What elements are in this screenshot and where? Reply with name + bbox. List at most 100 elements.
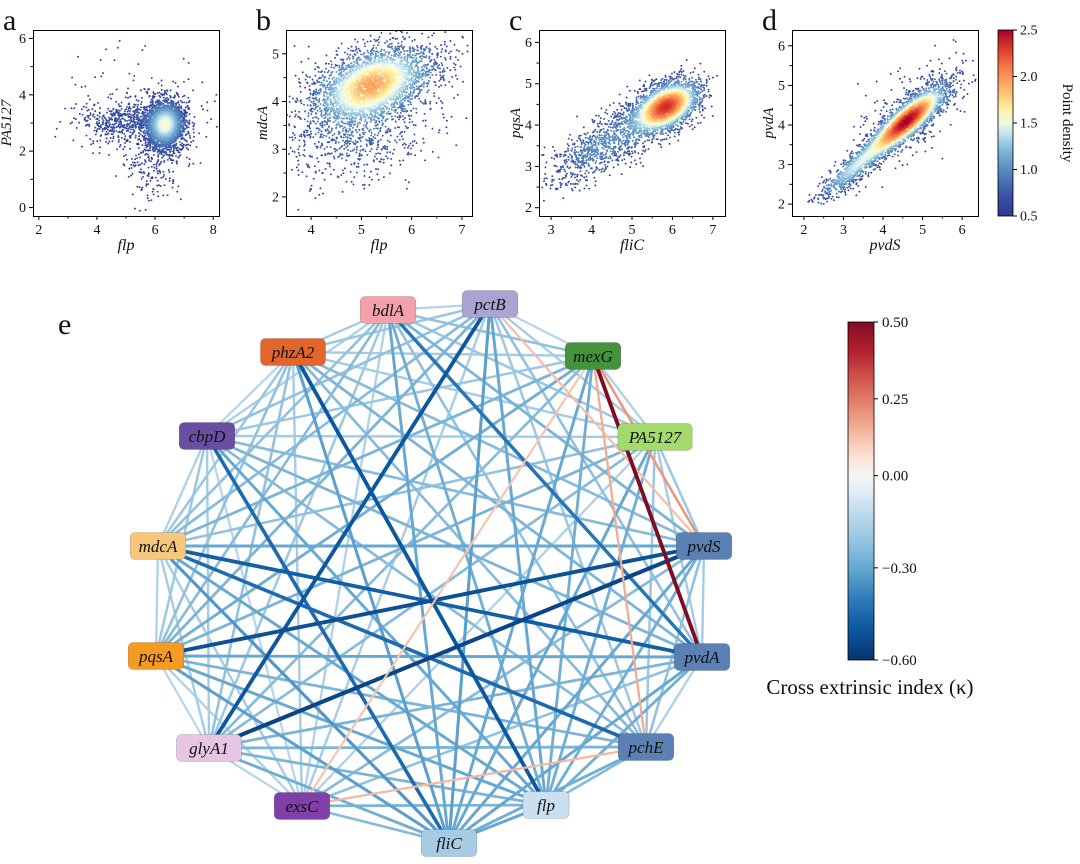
y-tick-label: 4 bbox=[272, 95, 279, 110]
network-edge bbox=[653, 435, 706, 548]
x-tick-label: 4 bbox=[93, 223, 100, 238]
network-edge bbox=[386, 308, 595, 358]
network-edge bbox=[300, 308, 390, 808]
network-edge bbox=[205, 434, 548, 807]
node-box bbox=[675, 532, 733, 560]
network-edge bbox=[156, 544, 451, 845]
x-tick-label: 2 bbox=[35, 223, 42, 238]
network-node-bdlA: bdlA bbox=[359, 296, 417, 324]
node-box bbox=[673, 643, 731, 671]
network-node-pvdA: pvdA bbox=[673, 643, 731, 671]
node-box bbox=[273, 792, 331, 820]
network-node-fliC: fliC bbox=[420, 829, 478, 857]
network-edge bbox=[300, 435, 657, 808]
network-edge bbox=[156, 354, 595, 548]
network-edge bbox=[207, 302, 492, 750]
density-cbar-tick-label: 2.5 bbox=[1020, 24, 1038, 39]
kappa-colorbar-label: Cross extrinsic index (κ) bbox=[766, 675, 973, 699]
network-edge bbox=[207, 435, 657, 750]
network-edge bbox=[291, 350, 706, 548]
y-tick-label: 5 bbox=[525, 77, 532, 92]
network-edge bbox=[154, 654, 211, 750]
panel-letter-d: d bbox=[762, 4, 777, 37]
y-tick-label: 6 bbox=[19, 32, 26, 47]
y-axis-label-c: pqsA bbox=[508, 107, 524, 139]
x-tick-label: 2 bbox=[800, 223, 807, 238]
network-edge bbox=[154, 654, 451, 845]
network-node-glyA1: glyA1 bbox=[176, 734, 242, 762]
network-edge bbox=[544, 354, 595, 807]
plot-frame bbox=[539, 30, 726, 217]
kappa-colorbar-gradient bbox=[847, 321, 875, 661]
network-edge bbox=[300, 354, 595, 808]
network-edge bbox=[300, 803, 548, 808]
network-node-pctB: pctB bbox=[461, 290, 519, 318]
network-edge bbox=[205, 434, 211, 750]
network-edge bbox=[300, 745, 648, 808]
node-label: mdcA bbox=[139, 537, 178, 556]
panel-letter-c: c bbox=[509, 4, 522, 37]
y-tick-label: 2 bbox=[19, 145, 26, 160]
network-edge bbox=[447, 302, 492, 845]
network-edge bbox=[591, 354, 648, 749]
y-tick-label: 3 bbox=[272, 143, 279, 158]
node-label: glyA1 bbox=[189, 739, 229, 758]
y-axis-label-d: pvdA bbox=[761, 107, 777, 140]
network-node-cbpD: cbpD bbox=[178, 422, 236, 450]
network-node-mdcA: mdcA bbox=[129, 532, 187, 560]
y-tick-label: 5 bbox=[778, 79, 785, 94]
network-edge bbox=[700, 544, 706, 659]
x-tick-label: 5 bbox=[358, 223, 365, 238]
x-tick-label: 6 bbox=[669, 223, 676, 238]
y-tick-label: 6 bbox=[778, 39, 785, 54]
y-tick-label: 3 bbox=[525, 160, 532, 175]
x-axis-label-d: pvdS bbox=[868, 237, 900, 254]
network-edge bbox=[591, 354, 706, 548]
network-edge bbox=[300, 655, 704, 808]
node-label: pvdA bbox=[684, 648, 721, 667]
network-edge bbox=[205, 350, 295, 438]
network-edge bbox=[205, 434, 706, 548]
network-edge bbox=[644, 655, 704, 749]
node-label: phzA2 bbox=[271, 343, 315, 362]
node-box bbox=[522, 791, 570, 819]
network-edge bbox=[207, 655, 704, 750]
network-edge bbox=[156, 308, 390, 548]
node-box bbox=[420, 829, 478, 857]
node-label: pctB bbox=[473, 295, 506, 314]
y-tick-label: 4 bbox=[525, 119, 532, 134]
network-edge bbox=[291, 350, 548, 807]
node-box bbox=[176, 734, 242, 762]
network-edge bbox=[207, 745, 648, 750]
network-edge bbox=[205, 434, 657, 439]
x-tick-label: 5 bbox=[629, 223, 636, 238]
density-colorbar-title: Point density bbox=[1059, 84, 1075, 163]
kappa-cbar-tick-label: −0.60 bbox=[882, 653, 917, 669]
node-box bbox=[617, 423, 693, 451]
x-axis-label-a: flp bbox=[118, 237, 135, 254]
network-node-phzA2: phzA2 bbox=[260, 338, 326, 366]
x-tick-label: 5 bbox=[919, 223, 926, 238]
network-node-exsC: exsC bbox=[273, 792, 331, 820]
node-box bbox=[127, 642, 185, 670]
node-label: mexG bbox=[573, 347, 613, 366]
y-tick-label: 6 bbox=[525, 36, 532, 51]
node-box bbox=[617, 733, 675, 761]
network-edge bbox=[205, 308, 390, 438]
density-cbar-tick-label: 1.0 bbox=[1020, 163, 1038, 178]
kappa-cbar-tick-label: 0.25 bbox=[882, 392, 908, 408]
network-edge bbox=[156, 544, 304, 808]
network-edge bbox=[386, 308, 548, 807]
network-node-pqsA: pqsA bbox=[127, 642, 185, 670]
x-tick-label: 7 bbox=[458, 223, 465, 238]
x-tick-label: 3 bbox=[548, 223, 555, 238]
node-label: cbpD bbox=[189, 427, 227, 446]
network-edge bbox=[544, 655, 704, 807]
panel-letter-b: b bbox=[256, 4, 271, 37]
scatter-canvas-c bbox=[539, 30, 725, 216]
network-edge bbox=[207, 354, 595, 750]
network-edge bbox=[488, 302, 704, 659]
